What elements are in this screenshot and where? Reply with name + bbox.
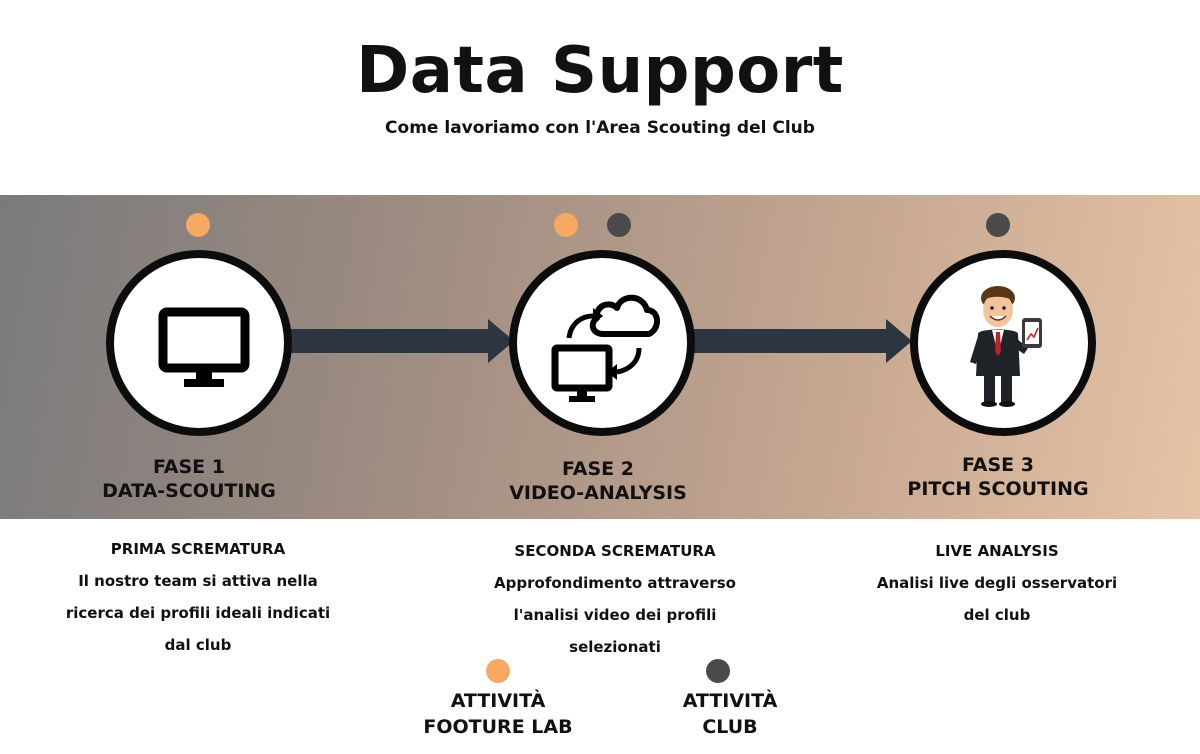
page-title: Data Support	[356, 34, 844, 108]
phase-2-circle	[509, 250, 695, 436]
monitor-icon	[158, 307, 250, 387]
phase-3-name: PITCH SCOUTING	[907, 478, 1089, 500]
phase-2-desc-line-1: Approfondimento attraverso	[494, 574, 736, 592]
phase-2-description: SECONDA SCREMATURA Approfondimento attra…	[445, 535, 785, 663]
phase-1-label: FASE 1 DATA-SCOUTING	[29, 455, 349, 503]
phase-2-step: FASE 2	[561, 458, 634, 480]
phase-3-description: LIVE ANALYSIS Analisi live degli osserva…	[827, 535, 1167, 631]
phase-2-desc-line-3: selezionati	[569, 638, 661, 656]
phase-2-club-dot	[607, 213, 631, 237]
legend-foouture-lab-line-1: ATTIVITÀ	[450, 690, 546, 712]
phase-3-step: FASE 3	[961, 454, 1034, 476]
page-subtitle: Come lavoriamo con l'Area Scouting del C…	[385, 118, 815, 138]
legend-club-line-1: ATTIVITÀ	[682, 690, 778, 712]
connector-1-2	[284, 329, 496, 353]
connector-2-3	[682, 329, 894, 353]
phase-3-label: FASE 3 PITCH SCOUTING	[838, 453, 1158, 501]
phase-1-desc-line-2: ricerca dei profili ideali indicati	[65, 604, 331, 622]
phase-2-desc-line-2: l'analisi video dei profili	[513, 606, 717, 624]
phase-3-circle	[910, 250, 1096, 436]
phase-1-circle	[106, 250, 292, 436]
legend-club-line-2: CLUB	[702, 716, 758, 738]
phase-1-foouture-lab-dot	[186, 213, 210, 237]
phase-3-desc-line-1: Analisi live degli osservatori	[876, 574, 1118, 592]
legend-foouture-lab-line-2: FOOTURE LAB	[423, 716, 573, 738]
phase-2-foouture-lab-dot	[554, 213, 578, 237]
scout-with-tablet-icon	[970, 286, 1042, 407]
phase-3-desc-title: LIVE ANALYSIS	[935, 542, 1059, 560]
arrowhead-2-3	[886, 319, 912, 363]
phase-1-description: PRIMA SCREMATURA Il nostro team si attiv…	[28, 533, 368, 661]
phase-1-step: FASE 1	[152, 456, 225, 478]
legend-club-label: ATTIVITÀ CLUB	[610, 688, 850, 740]
phase-1-desc-line-1: Il nostro team si attiva nella	[78, 572, 318, 590]
phase-2-desc-title: SECONDA SCREMATURA	[514, 542, 716, 560]
phase-3-desc-line-2: del club	[963, 606, 1031, 624]
legend-foouture-lab-label: ATTIVITÀ FOOTURE LAB	[378, 688, 618, 740]
legend-foouture-lab-dot	[486, 659, 510, 683]
phase-1-desc-title: PRIMA SCREMATURA	[110, 540, 286, 558]
legend-club-dot	[706, 659, 730, 683]
phase-1-name: DATA-SCOUTING	[102, 480, 276, 502]
phase-3-club-dot	[986, 213, 1010, 237]
cloud-sync-monitor-icon	[551, 294, 660, 402]
phase-1-desc-line-3: dal club	[164, 636, 232, 654]
phase-2-name: VIDEO-ANALYSIS	[509, 482, 687, 504]
phase-2-label: FASE 2 VIDEO-ANALYSIS	[438, 457, 758, 505]
